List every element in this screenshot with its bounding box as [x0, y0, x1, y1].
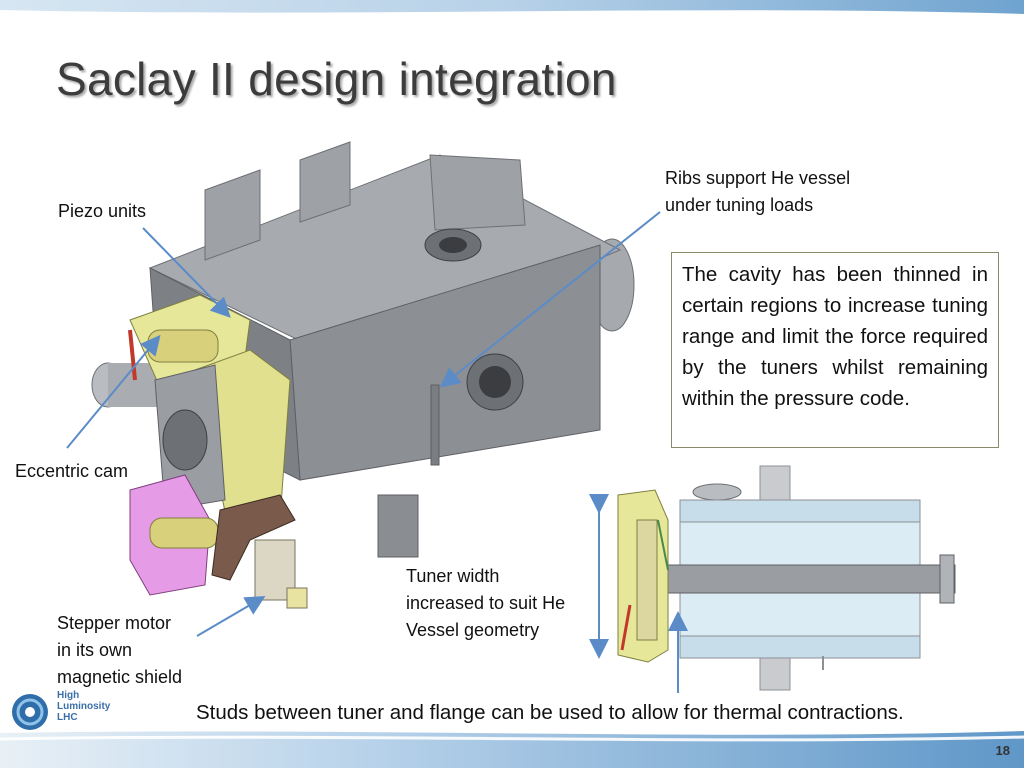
top-decorative-band	[0, 0, 1024, 17]
ribs-arrow	[439, 211, 661, 388]
label-tuner-width-line2: increased to suit He	[406, 593, 566, 613]
logo-line1: High	[57, 690, 80, 701]
label-ribs-line1: Ribs support He vessel	[665, 168, 851, 188]
hl-lhc-logo-text: High Luminosity LHC	[57, 690, 110, 723]
stepper-motor-arrow	[196, 595, 266, 637]
label-tuner-width: Tuner width increased to suit He Vessel …	[406, 563, 565, 644]
label-eccentric-cam: Eccentric cam	[15, 461, 129, 481]
label-stepper-line3: magnetic shield	[57, 667, 183, 687]
slide-title: Saclay II design integration	[56, 53, 617, 105]
eccentric-cam-arrow	[66, 334, 161, 449]
bottom-decorative-band	[0, 731, 1024, 768]
logo-line3: LHC	[57, 712, 78, 723]
label-tuner-width-line1: Tuner width	[406, 566, 500, 586]
cavity-thinning-note-box: The cavity has been thinned in certain r…	[671, 252, 999, 448]
label-ribs-line2: under tuning loads	[665, 195, 814, 215]
piezo-units-arrow	[142, 227, 231, 318]
hl-lhc-logo: High Luminosity LHC	[10, 690, 120, 734]
studs-note: Studs between tuner and flange can be us…	[196, 701, 904, 724]
label-ribs-support: Ribs support He vessel under tuning load…	[665, 165, 850, 219]
logo-line2: Luminosity	[57, 701, 111, 712]
hl-lhc-logo-emblem-icon	[12, 694, 48, 730]
label-stepper-line1: Stepper motor	[57, 613, 172, 633]
label-stepper-line2: in its own	[57, 640, 133, 660]
page-number: 18	[995, 743, 1010, 758]
label-stepper-motor: Stepper motor in its own magnetic shield	[57, 610, 182, 691]
label-tuner-width-line3: Vessel geometry	[406, 620, 540, 640]
label-piezo-units: Piezo units	[58, 201, 147, 221]
note-box-text: The cavity has been thinned in certain r…	[682, 263, 988, 410]
